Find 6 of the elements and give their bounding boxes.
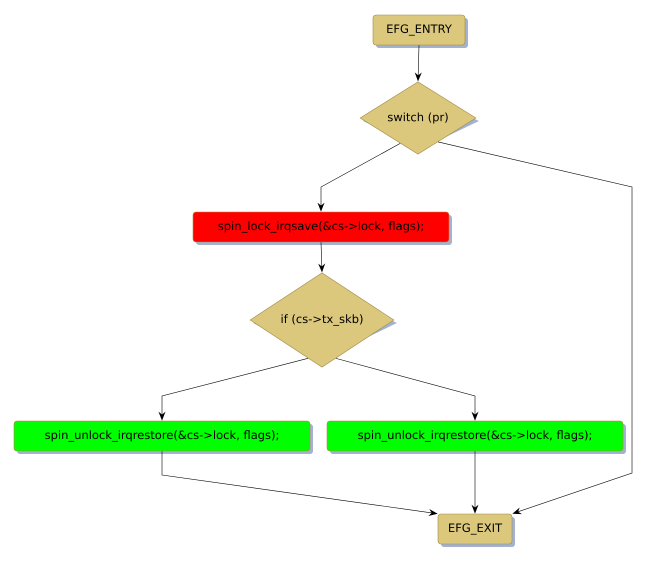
process-box: spin_unlock_irqrestore(&cs->lock, flags); (14, 420, 313, 454)
terminal-box: EFG_EXIT (438, 514, 515, 547)
process-box: spin_unlock_irqrestore(&cs->lock, flags); (326, 420, 626, 454)
arrow (438, 142, 632, 514)
process-box: spin_lock_irqsave(&cs->lock, flags); (192, 212, 452, 245)
terminal-box: EFG_ENTRY (372, 14, 468, 48)
